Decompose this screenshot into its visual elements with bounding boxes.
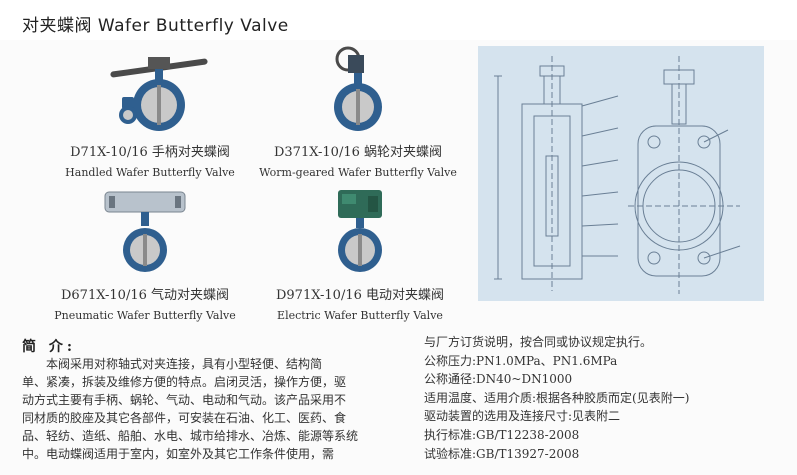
product-model: D71X-10/16 手柄对夹蝶阀 bbox=[70, 145, 230, 160]
spec-line: 公称通径:DN40~DN1000 bbox=[424, 372, 573, 387]
intro-line: 品、轻纺、造纸、船舶、水电、城市给排水、冶炼、能源等系统 bbox=[22, 429, 359, 443]
intro-heading: 简 介: bbox=[22, 339, 77, 355]
intro-line: 本阀采用对称轴式对夹连接，具有小型轻便、结构简 bbox=[46, 357, 323, 371]
intro-line: 中。电动蝶阀适用于室内，如室外及其它工作条件使用，需 bbox=[22, 447, 335, 461]
intro-line: 动方式主要有手柄、蜗轮、气动、电动和气动。该产品采用不 bbox=[22, 393, 347, 407]
handled-valve-image bbox=[80, 45, 220, 133]
spec-line: 公称压力:PN1.0MPa、PN1.6MPa bbox=[424, 353, 618, 368]
spec-line: 驱动装置的选用及连接尺寸:见表附二 bbox=[424, 409, 621, 424]
product-handled: D71X-10/16 手柄对夹蝶阀 Handled Wafer Butterfl… bbox=[50, 45, 250, 179]
pneumatic-valve-image bbox=[95, 188, 195, 276]
handled-valve-icon bbox=[110, 57, 208, 131]
spec-line: 适用温度、适用介质:根据各种胶质而定(见表附一) bbox=[424, 390, 690, 405]
specs-list: 与厂方订货说明，按合同或协议规定执行。 公称压力:PN1.0MPa、PN1.6M… bbox=[424, 333, 689, 463]
product-name: Pneumatic Wafer Butterfly Valve bbox=[54, 309, 236, 322]
page-title: 对夹蝶阀 Wafer Butterfly Valve bbox=[22, 16, 289, 36]
pneumatic-valve-icon bbox=[104, 191, 186, 272]
product-electric: D971X-10/16 电动对夹蝶阀 Electric Wafer Butter… bbox=[255, 188, 465, 322]
intro-line: 单、紧凑，拆装及维修方便的特点。启闭灵活，操作方便，驱 bbox=[22, 375, 347, 389]
spec-line: 执行标准:GB/T12238-2008 bbox=[424, 427, 580, 442]
product-name: Worm-geared Wafer Butterfly Valve bbox=[259, 166, 457, 179]
product-pneumatic: D671X-10/16 气动对夹蝶阀 Pneumatic Wafer Butte… bbox=[40, 188, 250, 322]
technical-drawing bbox=[478, 46, 764, 301]
spec-line: 试验标准:GB/T13927-2008 bbox=[424, 446, 580, 461]
drawing-diagram bbox=[494, 56, 741, 294]
electric-valve-image bbox=[320, 188, 400, 276]
product-model: D371X-10/16 蜗轮对夹蝶阀 bbox=[273, 145, 443, 160]
spec-line: 与厂方订货说明，按合同或协议规定执行。 bbox=[424, 335, 653, 349]
electric-valve-icon bbox=[338, 190, 382, 272]
product-worm-geared: D371X-10/16 蜗轮对夹蝶阀 Worm-geared Wafer But… bbox=[258, 45, 458, 179]
header-band: 对夹蝶阀 Wafer Butterfly Valve bbox=[0, 0, 797, 40]
intro-line: 同材质的胶座及其它各部件，可安装在石油、化工、医药、食 bbox=[22, 411, 347, 425]
product-name: Handled Wafer Butterfly Valve bbox=[65, 166, 235, 179]
intro-text: 本阀采用对称轴式对夹连接，具有小型轻便、结构简 单、紧凑，拆装及维修方便的特点。… bbox=[22, 355, 388, 463]
product-name: Electric Wafer Butterfly Valve bbox=[277, 309, 443, 322]
product-model: D971X-10/16 电动对夹蝶阀 bbox=[275, 288, 445, 303]
worm-geared-valve-image bbox=[318, 45, 398, 133]
product-model: D671X-10/16 气动对夹蝶阀 bbox=[60, 288, 230, 303]
worm-geared-valve-icon bbox=[334, 46, 382, 131]
